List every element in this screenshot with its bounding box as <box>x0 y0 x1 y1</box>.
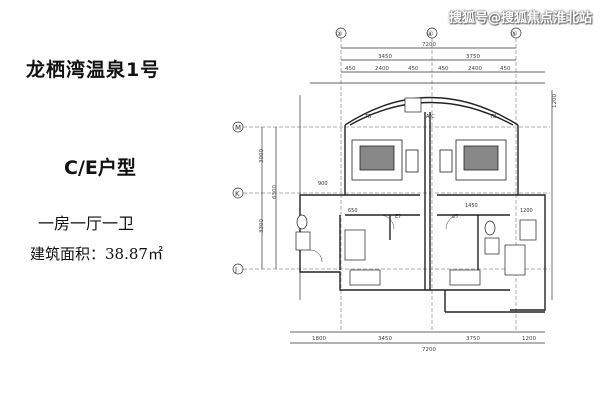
dim-left-total: 6300 <box>272 185 278 199</box>
dim-top-r2-4: 450 <box>438 66 449 72</box>
small-label-650: 650 <box>348 208 358 214</box>
dim-top-r2-5: 2400 <box>468 66 482 72</box>
room-label-e7: E7 <box>395 214 401 220</box>
axis-label-m: M <box>235 124 241 132</box>
dim-top-1: 3450 <box>378 54 392 60</box>
dim-bottom-4: 1200 <box>522 336 536 342</box>
dim-bottom-3: 3750 <box>466 336 480 342</box>
small-label-900: 900 <box>318 181 328 187</box>
watermark: 搜狐号@搜狐焦点淮北站 <box>448 11 592 26</box>
axis-label-5: ⑤ <box>511 30 517 38</box>
room-label-c7: C7 <box>452 214 459 220</box>
project-title: 龙栖湾温泉1号 <box>26 59 161 81</box>
dim-bottom-1: 1800 <box>312 336 326 342</box>
toilet-left <box>296 214 308 230</box>
dim-top-r2-1: 450 <box>345 66 356 72</box>
axis-label-k: K <box>235 190 240 198</box>
small-label-1200: 1200 <box>520 208 533 214</box>
small-label-tb-1: TB <box>364 114 372 120</box>
axis-label-4: ④ <box>427 30 433 38</box>
small-label-1450: 1450 <box>465 203 478 209</box>
dim-left-1: 3000 <box>259 149 265 163</box>
dim-top-r2-2: 2400 <box>375 66 389 72</box>
dim-bottom-total: 7200 <box>422 347 436 353</box>
axis-label-j: J <box>234 266 237 274</box>
toilet-right <box>484 220 496 236</box>
dim-top-2: 3750 <box>466 54 480 60</box>
axis-label-3: ③ <box>336 30 342 38</box>
dim-top-r2-3: 450 <box>408 66 419 72</box>
unit-type-label: C/E户型 <box>64 157 136 179</box>
dim-top-r2-6: 450 <box>500 66 511 72</box>
layout-label: 一房一厅一卫 <box>38 214 135 233</box>
dim-left-2: 3300 <box>259 219 265 233</box>
dim-bottom-2: 3450 <box>378 336 392 342</box>
area-label: 建筑面积：38.87㎡ <box>30 245 163 263</box>
small-label-tb-2: TB <box>489 114 497 120</box>
small-label-ac: A/C <box>426 114 435 120</box>
dim-top-total: 7200 <box>422 42 436 48</box>
dim-right: 1200 <box>552 94 558 108</box>
